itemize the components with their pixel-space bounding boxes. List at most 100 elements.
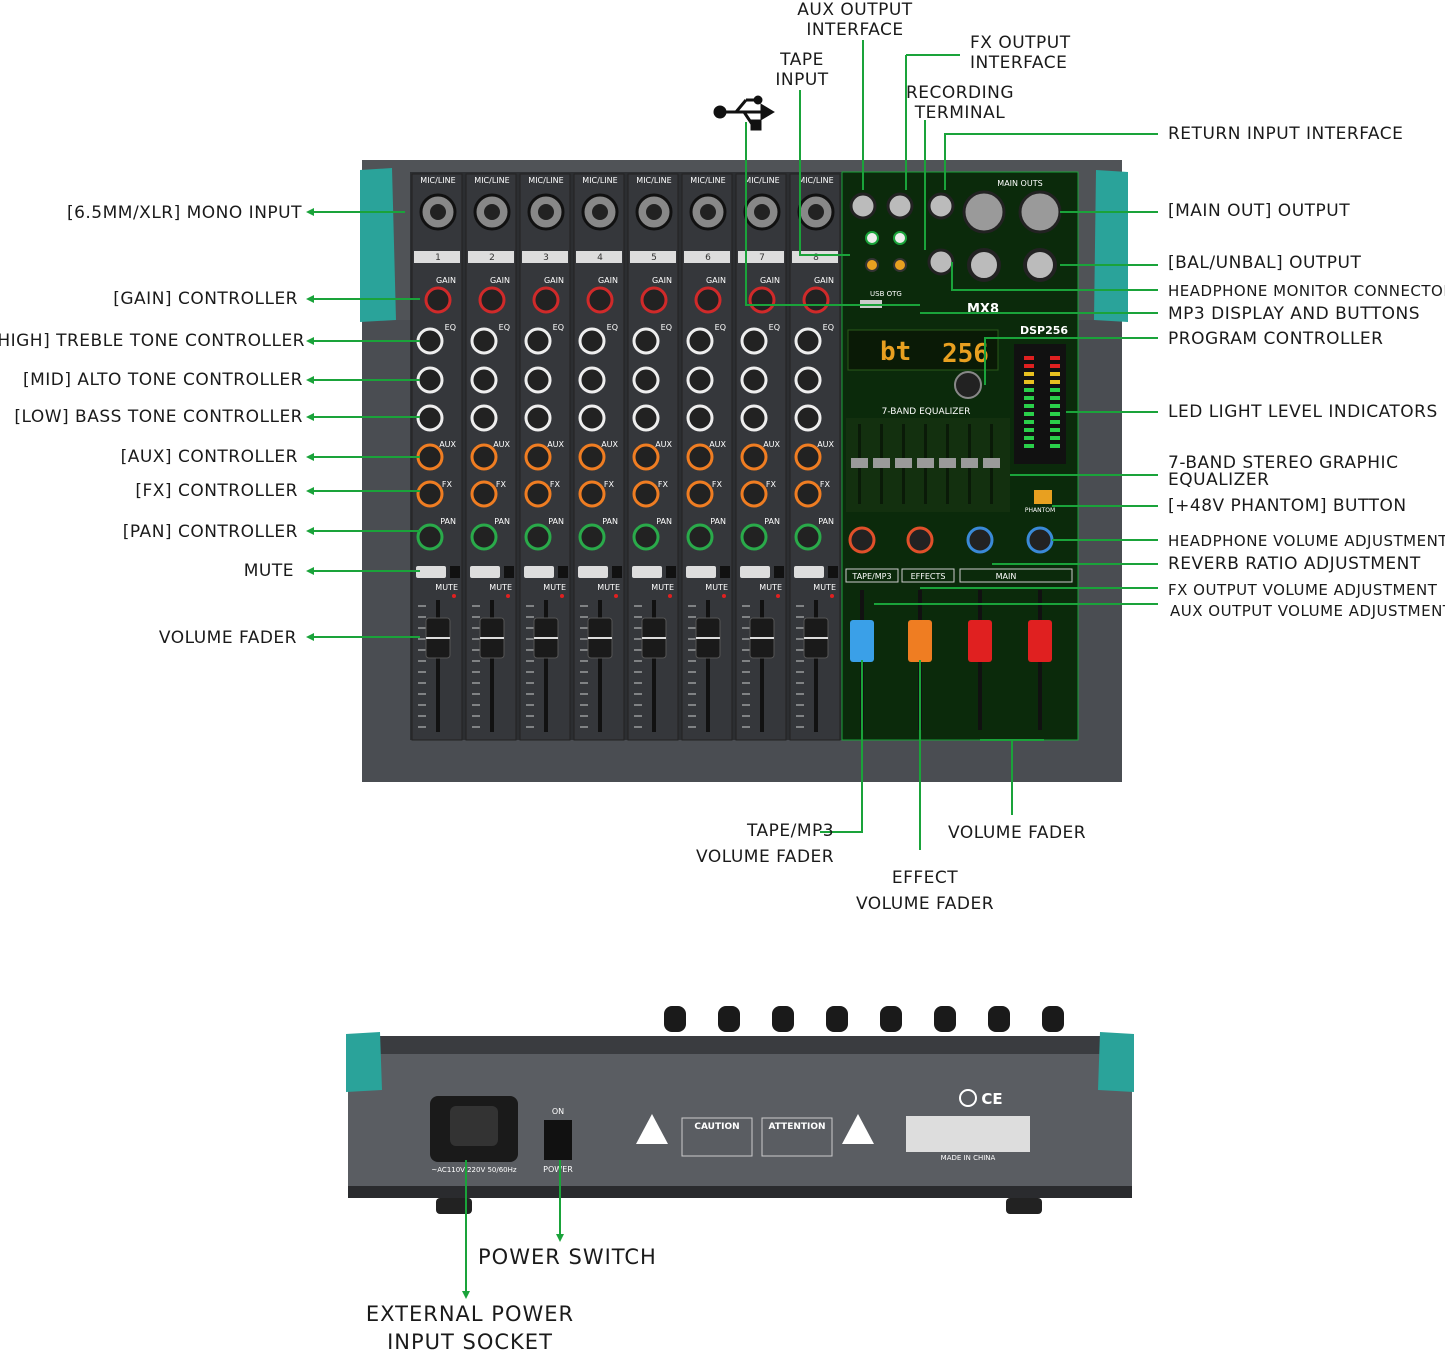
aux-knob[interactable] — [578, 443, 606, 471]
mid-knob[interactable] — [686, 366, 714, 394]
mute-switch[interactable] — [504, 566, 514, 578]
aux-out-knob[interactable] — [848, 526, 876, 554]
phantom-text: PHANTOM — [1025, 507, 1055, 514]
eq-band-slider[interactable] — [851, 458, 868, 468]
mute-switch[interactable] — [450, 566, 460, 578]
eq-band-slider[interactable] — [873, 458, 890, 468]
phantom-button[interactable] — [1034, 490, 1052, 504]
high-knob[interactable] — [740, 327, 768, 355]
eq-band-slider[interactable] — [895, 458, 912, 468]
mute-button[interactable] — [686, 566, 716, 578]
aux-knob[interactable] — [686, 443, 714, 471]
low-knob[interactable] — [686, 404, 714, 432]
label-main-out: [MAIN OUT] OUTPUT — [1168, 201, 1351, 221]
high-knob[interactable] — [524, 327, 552, 355]
eq-band-slider[interactable] — [983, 458, 1000, 468]
mid-knob[interactable] — [632, 366, 660, 394]
aux-knob[interactable] — [740, 443, 768, 471]
aux-knob[interactable] — [524, 443, 552, 471]
low-knob[interactable] — [740, 404, 768, 432]
high-knob[interactable] — [632, 327, 660, 355]
mute-button[interactable] — [416, 566, 446, 578]
eq-band-slider[interactable] — [939, 458, 956, 468]
gain-knob[interactable] — [748, 286, 776, 314]
low-knob[interactable] — [632, 404, 660, 432]
return-knob[interactable] — [966, 526, 994, 554]
pan-knob[interactable] — [794, 523, 822, 551]
fx-knob[interactable] — [632, 480, 660, 508]
high-knob[interactable] — [470, 327, 498, 355]
low-knob[interactable] — [470, 404, 498, 432]
mute-switch[interactable] — [666, 566, 676, 578]
high-knob[interactable] — [578, 327, 606, 355]
low-knob[interactable] — [578, 404, 606, 432]
peak-led — [452, 594, 456, 598]
main-r-fader-cap[interactable] — [1028, 620, 1052, 662]
low-knob[interactable] — [524, 404, 552, 432]
mute-button[interactable] — [740, 566, 770, 578]
fx-knob[interactable] — [740, 480, 768, 508]
mid-knob[interactable] — [470, 366, 498, 394]
high-knob[interactable] — [794, 327, 822, 355]
aux-knob[interactable] — [416, 443, 444, 471]
mute-switch[interactable] — [558, 566, 568, 578]
pan-knob[interactable] — [470, 523, 498, 551]
mute-button[interactable] — [632, 566, 662, 578]
fx-out-knob[interactable] — [906, 526, 934, 554]
gain-knob[interactable] — [478, 286, 506, 314]
low-knob[interactable] — [416, 404, 444, 432]
label-fx: [FX] CONTROLLER — [135, 481, 298, 501]
mute-button[interactable] — [470, 566, 500, 578]
low-knob[interactable] — [794, 404, 822, 432]
gain-knob[interactable] — [802, 286, 830, 314]
mid-knob[interactable] — [524, 366, 552, 394]
fx-knob[interactable] — [794, 480, 822, 508]
main-l-fader-cap[interactable] — [968, 620, 992, 662]
gain-label: GAIN — [652, 276, 672, 285]
power-switch[interactable] — [544, 1120, 572, 1160]
aux-knob[interactable] — [632, 443, 660, 471]
high-knob[interactable] — [686, 327, 714, 355]
gain-knob[interactable] — [640, 286, 668, 314]
pan-knob[interactable] — [524, 523, 552, 551]
mute-switch[interactable] — [774, 566, 784, 578]
mute-button[interactable] — [794, 566, 824, 578]
mute-switch[interactable] — [720, 566, 730, 578]
channel-header: MIC/LINE — [636, 176, 671, 185]
program-knob[interactable] — [954, 371, 982, 399]
pan-knob[interactable] — [578, 523, 606, 551]
tape-fader-cap[interactable] — [850, 620, 874, 662]
aux-knob[interactable] — [470, 443, 498, 471]
mid-knob[interactable] — [794, 366, 822, 394]
fx-label: FX — [604, 480, 615, 489]
mute-switch[interactable] — [612, 566, 622, 578]
mute-button[interactable] — [524, 566, 554, 578]
effect-fader-cap[interactable] — [908, 620, 932, 662]
mute-button[interactable] — [578, 566, 608, 578]
phone-knob[interactable] — [1026, 526, 1054, 554]
high-knob[interactable] — [416, 327, 444, 355]
eq-band-slider[interactable] — [917, 458, 934, 468]
fx-knob[interactable] — [524, 480, 552, 508]
mid-knob[interactable] — [578, 366, 606, 394]
fx-knob[interactable] — [686, 480, 714, 508]
aux-knob[interactable] — [794, 443, 822, 471]
pan-knob[interactable] — [686, 523, 714, 551]
gain-knob[interactable] — [424, 286, 452, 314]
led-segment — [1050, 412, 1060, 416]
fx-knob[interactable] — [416, 480, 444, 508]
gain-knob[interactable] — [694, 286, 722, 314]
mid-knob[interactable] — [416, 366, 444, 394]
eq-band-slider[interactable] — [961, 458, 978, 468]
label-fx-vol: FX OUTPUT VOLUME ADJUSTMENT — [1168, 581, 1438, 599]
gain-knob[interactable] — [532, 286, 560, 314]
fx-knob[interactable] — [470, 480, 498, 508]
gain-knob[interactable] — [586, 286, 614, 314]
pan-knob[interactable] — [740, 523, 768, 551]
mute-switch[interactable] — [828, 566, 838, 578]
mid-knob[interactable] — [740, 366, 768, 394]
pan-knob[interactable] — [632, 523, 660, 551]
fx-knob[interactable] — [578, 480, 606, 508]
pan-knob[interactable] — [416, 523, 444, 551]
